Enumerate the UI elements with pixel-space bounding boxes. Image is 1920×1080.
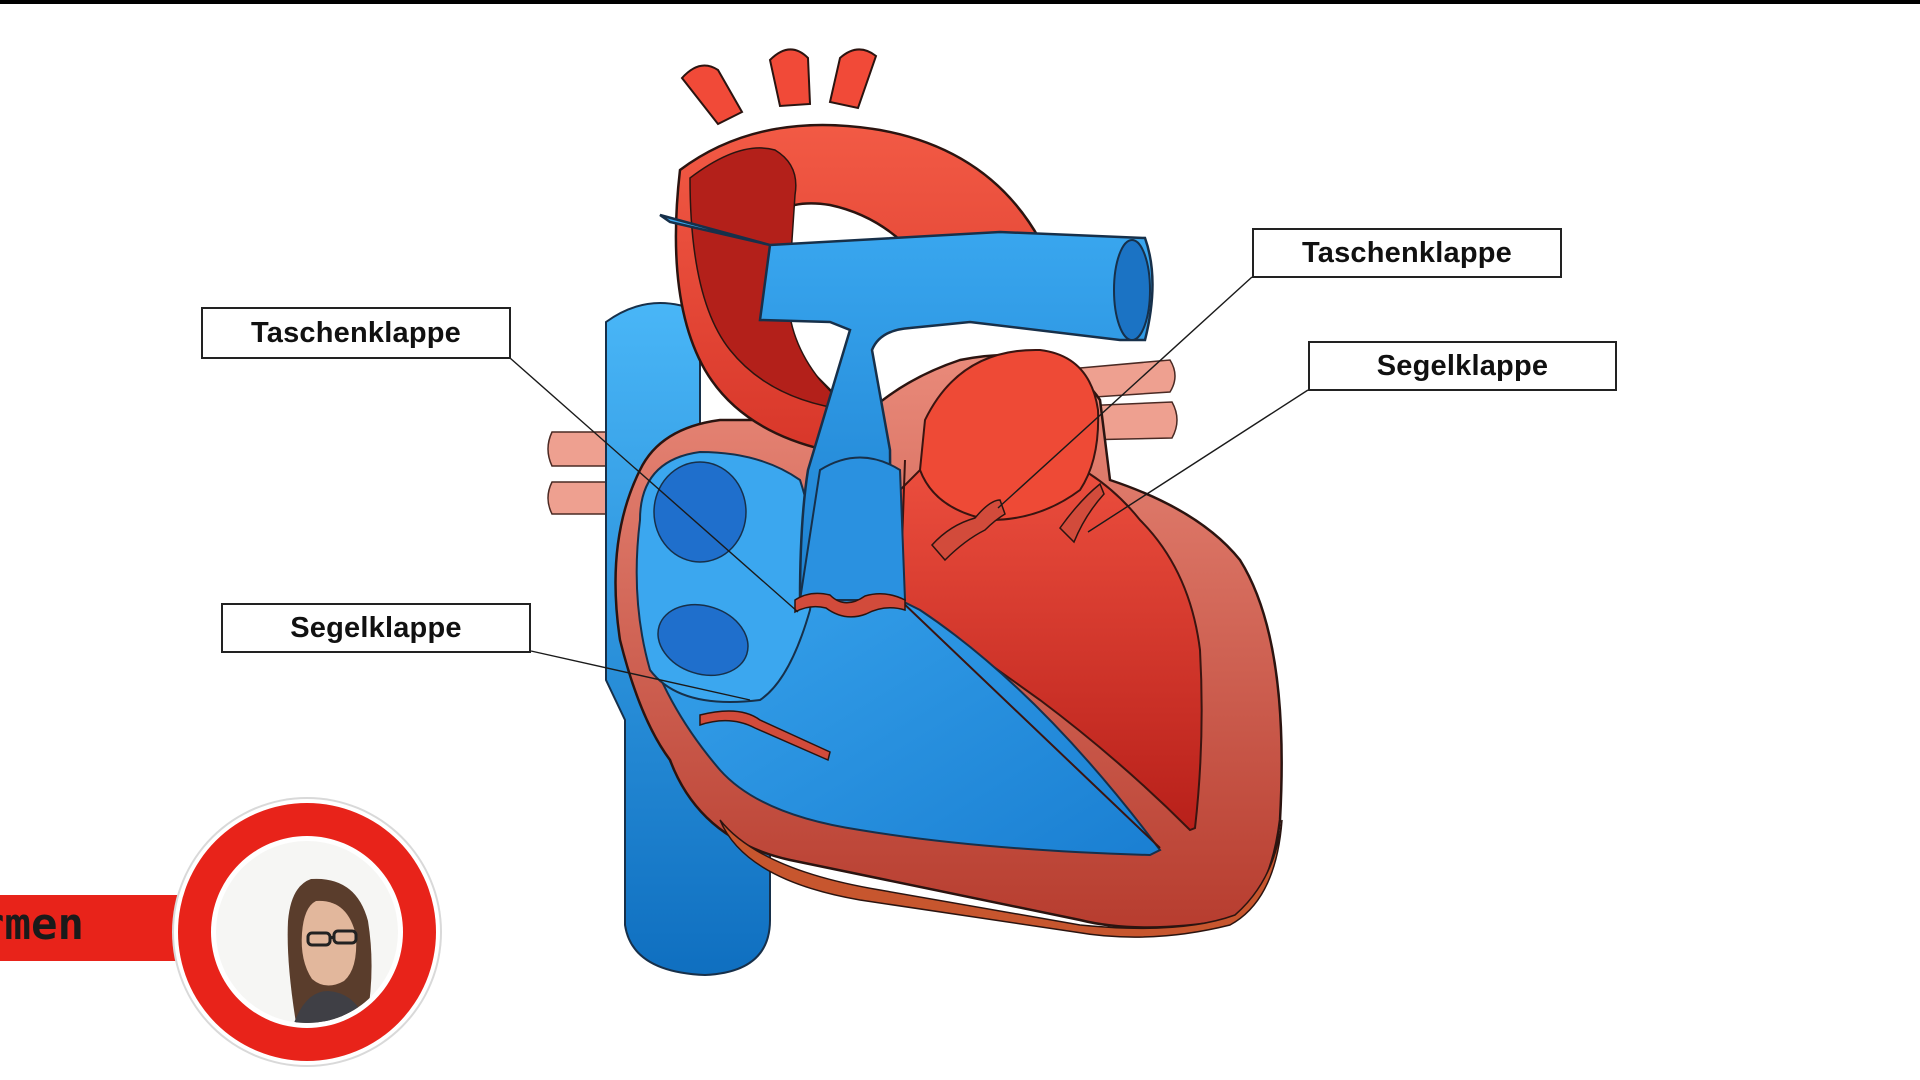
leader-lines <box>509 276 1309 701</box>
label-segelklappe-left: Segelklappe <box>221 603 531 653</box>
presenter-photo <box>216 841 398 1023</box>
valves <box>699 482 1105 762</box>
presenter-name: rmen <box>0 899 84 950</box>
label-taschenklappe-left: Taschenklappe <box>201 307 511 359</box>
label-segelklappe-right: Segelklappe <box>1308 341 1617 391</box>
presenter-avatar-frame <box>178 803 436 1061</box>
pulmonary-artery <box>659 213 1154 602</box>
presenter-name-banner: rmen <box>0 892 200 964</box>
label-taschenklappe-right: Taschenklappe <box>1252 228 1562 278</box>
avatar <box>216 841 398 1023</box>
top-border <box>0 0 1920 4</box>
